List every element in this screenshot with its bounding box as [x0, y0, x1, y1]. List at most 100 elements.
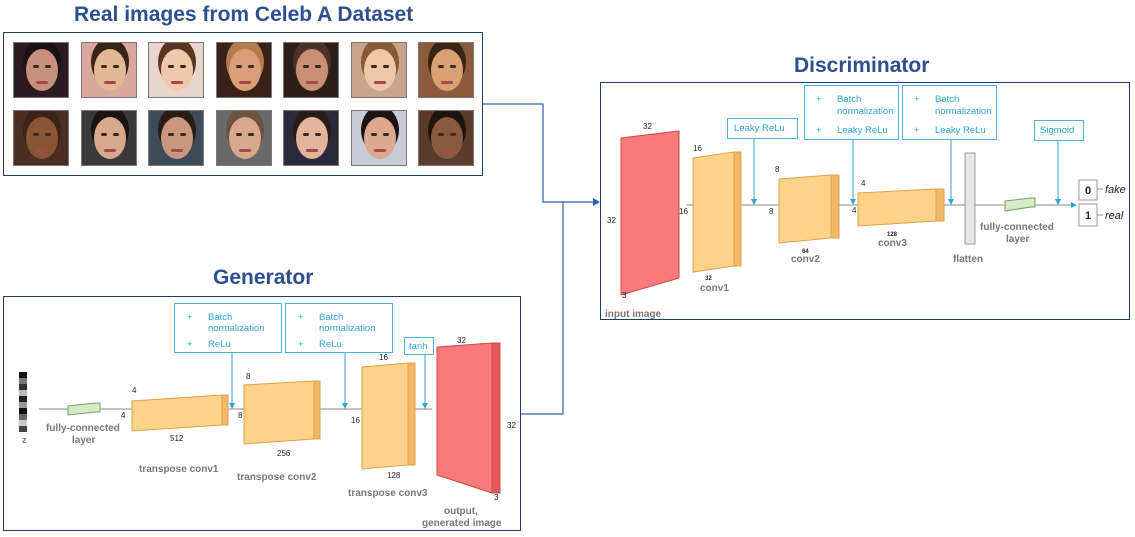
gen-output-label-line1: output,	[444, 506, 478, 517]
z-noise-vector	[19, 372, 27, 432]
face-thumbnail	[283, 42, 339, 98]
cfg-leaky-relu-1: Leaky ReLu	[727, 118, 798, 139]
fc-block	[1004, 197, 1036, 212]
dim-tconv2-width: 8	[246, 372, 251, 381]
cfg-bn-relu-1: + Batch normalization + ReLu	[174, 303, 282, 353]
dim-tconv3-depth: 128	[387, 471, 401, 480]
generator-panel: 4 4 512 8 8 256 16 16 128 32 32 3 z full…	[3, 296, 521, 531]
cfg-tanh: tanh	[404, 337, 434, 355]
arrowhead-sigmoid	[1055, 199, 1061, 205]
cfg-bn-leaky-2-plus1: +	[816, 94, 822, 105]
arrowhead-tanh	[422, 403, 428, 409]
dim-conv2-height: 8	[769, 207, 774, 216]
fc-label-line1: fully-connected	[980, 222, 1054, 233]
face-thumbnail	[283, 110, 339, 166]
dim-output-width: 32	[457, 336, 466, 345]
conv3-label: conv3	[878, 238, 907, 249]
generator-diagram: 4 4 512 8 8 256 16 16 128 32 32 3 z full…	[19, 336, 516, 529]
discriminator-title: Discriminator	[794, 54, 930, 77]
dim-tconv1-width: 4	[132, 386, 137, 395]
gen-fc-block	[67, 402, 101, 416]
cfg-bn-leaky-3-batch: Batch	[935, 94, 960, 105]
dim-input-width: 32	[643, 122, 652, 131]
input-image-block	[620, 130, 680, 296]
connector-generator-to-discriminator	[521, 202, 564, 415]
connector-arrowhead	[593, 198, 600, 206]
gen-output-image	[436, 342, 501, 494]
conv1-label: conv1	[700, 283, 729, 294]
arrowhead-bn-leaky3	[948, 199, 954, 205]
gen-fc-label-line2: layer	[72, 435, 95, 446]
face-thumbnail	[418, 110, 474, 166]
cfg-sigmoid: Sigmoid	[1034, 120, 1084, 141]
input-image-label: input image	[605, 309, 662, 320]
cfg-bn-leaky-3-norm: normalization	[935, 106, 992, 117]
dim-conv3-width: 4	[861, 179, 866, 188]
discriminator-panel: 32 32 3 16 16 32 8 8 64 4 4 128 input im…	[600, 82, 1130, 320]
dim-conv1-width: 16	[693, 144, 702, 153]
cfg-bn-relu-2-norm: normalization	[319, 323, 376, 334]
face-thumbnail	[350, 110, 407, 166]
face-thumbnail	[80, 110, 137, 166]
cfg-bn-leaky-2-batch: Batch	[837, 94, 862, 105]
cfg-bn-relu-2-batch: Batch	[319, 312, 344, 323]
cfg-bn-relu-1-relu: ReLu	[208, 339, 231, 350]
conv1-side	[733, 151, 742, 267]
cfg-bn-leaky-2-plus2: +	[816, 125, 822, 136]
arrowhead-bn-relu1	[229, 403, 235, 409]
face-thumbnail	[80, 42, 137, 98]
output-1-label: 1	[1085, 210, 1091, 222]
cfg-bn-leaky-3-plus2: +	[914, 125, 920, 136]
cfg-bn-leaky-3: + Batch normalization + Leaky ReLu	[902, 85, 997, 140]
tconv2-block	[243, 380, 321, 445]
dim-conv1-depth: 32	[705, 276, 712, 282]
face-thumbnail	[148, 42, 204, 98]
face-thumbnail	[13, 42, 69, 98]
cfg-sigmoid-text: Sigmoid	[1040, 125, 1075, 136]
cfg-bn-relu-1-batch: Batch	[208, 312, 233, 323]
cfg-bn-relu-2-plus1: +	[298, 312, 304, 323]
connector-dataset-to-discriminator	[483, 103, 598, 203]
flatten-bar	[964, 152, 976, 245]
cfg-bn-relu-1-norm: normalization	[208, 323, 265, 334]
face-thumbnail	[215, 42, 272, 98]
cfg-bn-relu-1-plus1: +	[187, 312, 193, 323]
cfg-leaky-relu-1-text: Leaky ReLu	[734, 123, 785, 134]
cfg-bn-leaky-2: + Batch normalization + Leaky ReLu	[804, 85, 899, 140]
conv3-side	[935, 188, 945, 222]
gen-output-label-line2: generated image	[422, 518, 502, 529]
conv2-block	[778, 174, 840, 244]
generator-title: Generator	[213, 266, 314, 289]
dim-output-depth: 3	[494, 493, 499, 502]
real-label: real	[1105, 210, 1124, 222]
cfg-bn-leaky-2-norm: normalization	[837, 106, 894, 117]
dim-tconv2-height: 8	[238, 411, 243, 420]
dim-conv2-depth: 64	[802, 249, 809, 255]
dim-tconv3-width: 16	[379, 353, 388, 362]
dim-tconv1-depth: 512	[170, 434, 184, 443]
arrowhead-output	[1071, 202, 1077, 208]
dim-conv3-height: 4	[852, 206, 857, 215]
face-thumbnail	[13, 110, 69, 166]
dim-output-height: 32	[507, 421, 516, 430]
discriminator-diagram: 32 32 3 16 16 32 8 8 64 4 4 128 input im…	[605, 122, 1126, 320]
flatten-label: flatten	[953, 254, 983, 265]
tconv1-side	[221, 394, 229, 426]
face-thumbnail	[418, 42, 474, 98]
dim-input-height: 32	[607, 216, 616, 225]
face-grid	[13, 42, 474, 166]
gen-output-side	[491, 342, 501, 494]
face-thumbnail	[350, 42, 407, 98]
output-box-0	[1078, 179, 1098, 201]
dim-tconv3-height: 16	[351, 416, 360, 425]
tconv3-block	[361, 362, 416, 470]
dim-tconv1-height: 4	[121, 411, 126, 420]
fc-label-line2: layer	[1006, 234, 1029, 245]
conv2-side	[830, 174, 840, 239]
cfg-tanh-text: tanh	[409, 341, 428, 352]
cfg-bn-relu-1-plus2: +	[187, 339, 193, 350]
tconv2-side	[313, 380, 321, 440]
arrowhead-bn-relu2	[342, 403, 348, 409]
tconv1-label: transpose conv1	[139, 464, 219, 475]
cfg-bn-relu-2-relu: ReLu	[319, 339, 342, 350]
